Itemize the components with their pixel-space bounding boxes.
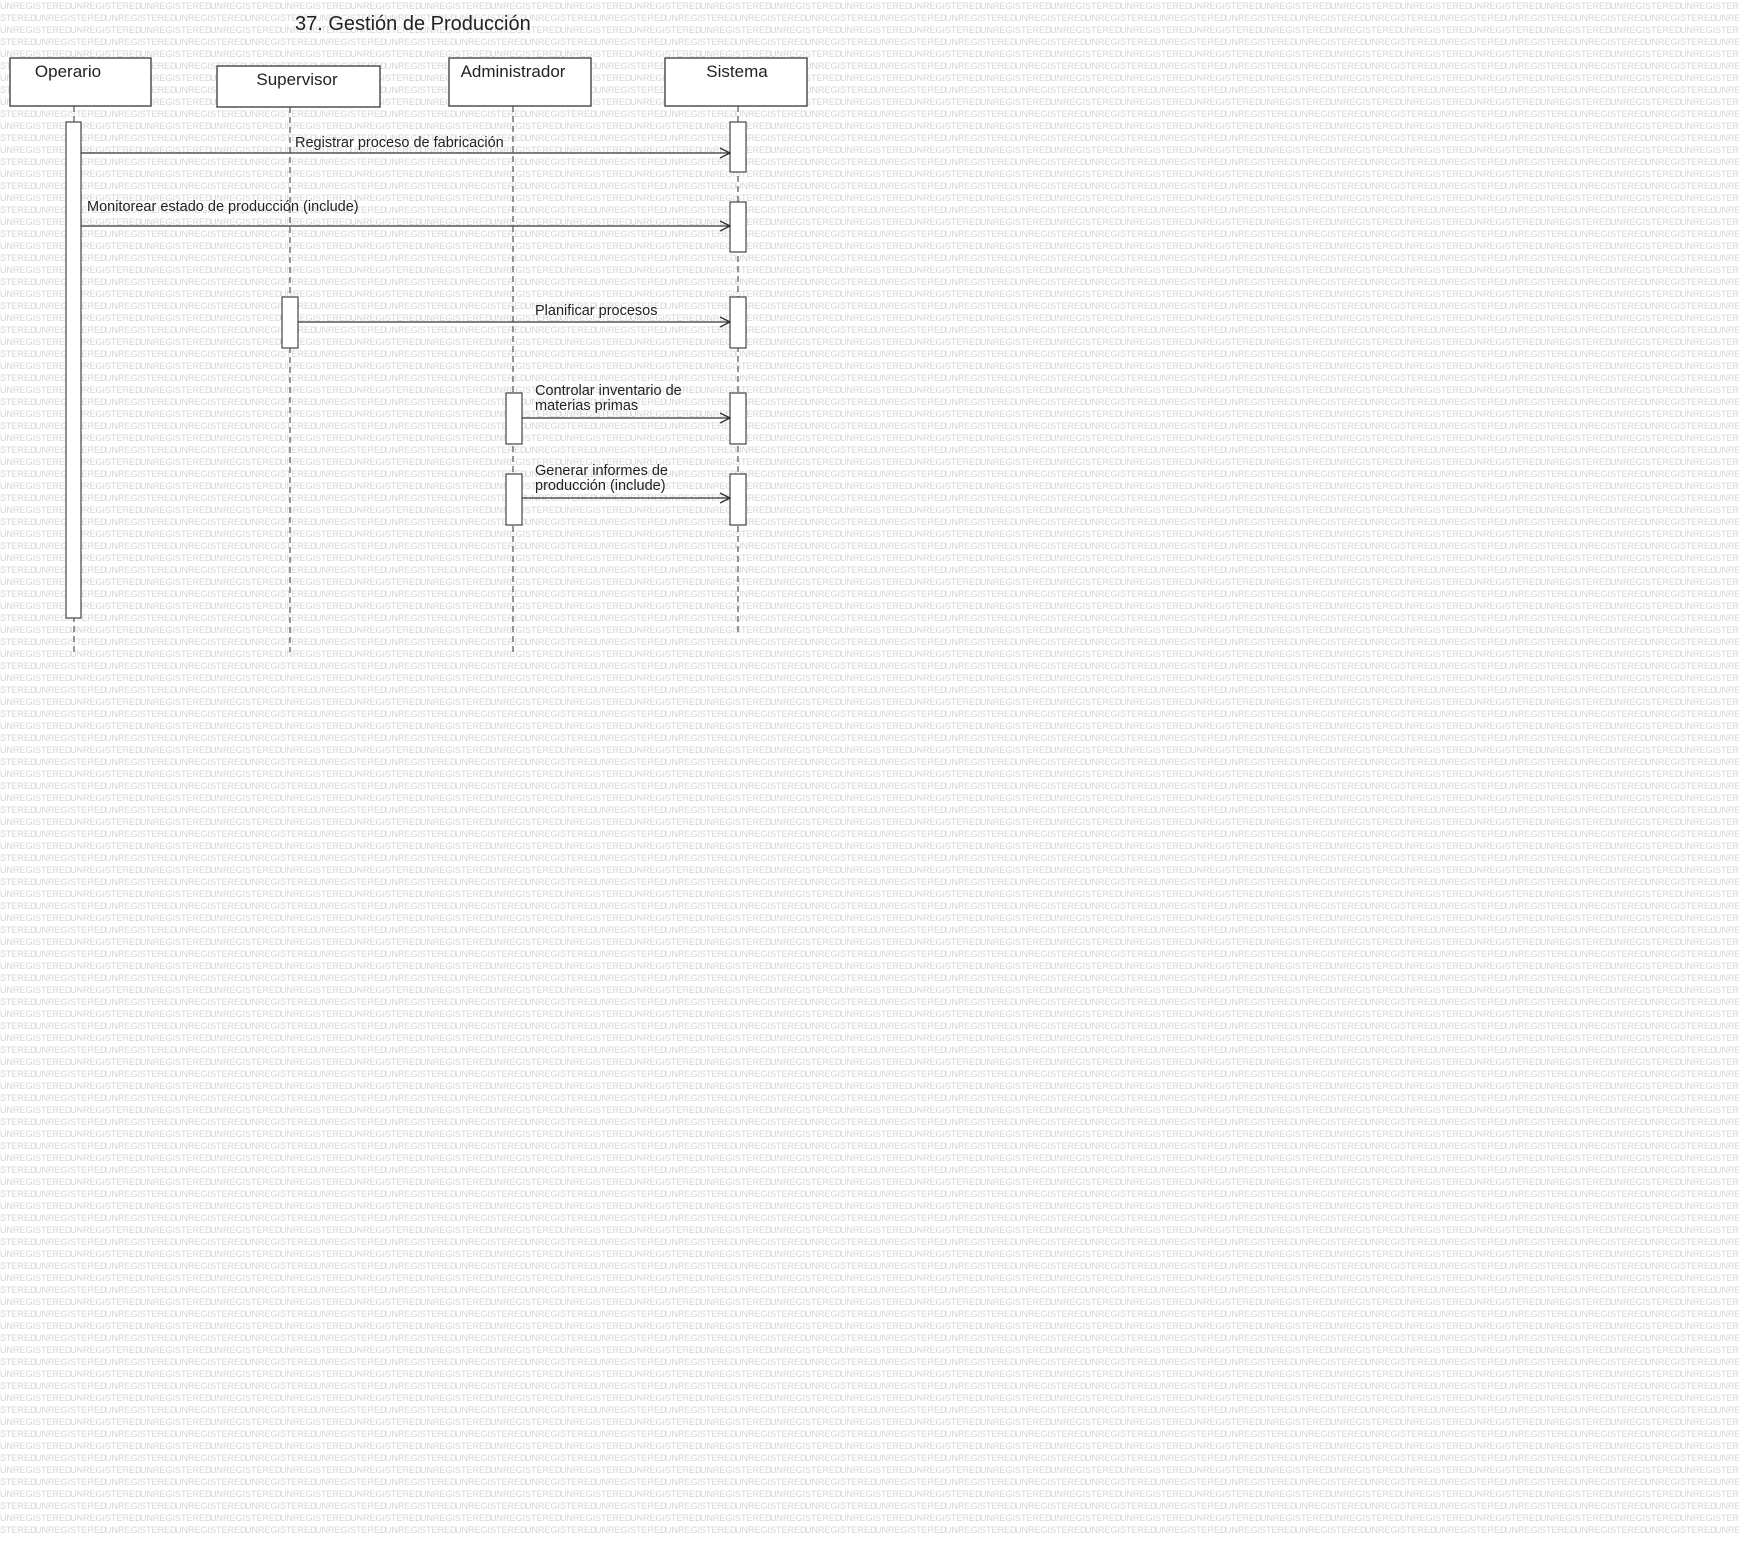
message-monitorear-estado[interactable]: Monitorear estado de producción (include… <box>81 199 730 226</box>
lifeline-name: Supervisor <box>256 70 338 89</box>
message-label-line: Registrar proceso de fabricación <box>295 135 504 151</box>
lifeline-head-box[interactable] <box>216 65 381 108</box>
activation-bar <box>281 296 299 349</box>
lifeline-operario: Operario <box>9 57 152 652</box>
activation-bar <box>505 392 523 445</box>
message-label: Registrar proceso de fabricación <box>295 135 504 151</box>
activation-bar <box>729 201 747 253</box>
diagram-title: 37. Gestión de Producción <box>295 13 531 35</box>
activation-bar <box>65 121 82 619</box>
message-label: Generar informes de producción (include) <box>535 463 672 494</box>
lifeline-head-box[interactable] <box>9 57 152 107</box>
message-generar-informes[interactable]: Generar informes de producción (include) <box>522 463 730 498</box>
lifeline-sistema: Sistema <box>664 57 808 636</box>
message-label: Planificar procesos <box>535 303 658 319</box>
message-label-line: Planificar procesos <box>535 303 658 319</box>
message-controlar-inventario[interactable]: Controlar inventario de materias primas <box>522 383 730 418</box>
activation-bar <box>729 473 747 526</box>
message-registrar-proceso[interactable]: Registrar proceso de fabricación <box>81 135 730 153</box>
message-label-line: materias primas <box>535 398 638 414</box>
activation-bar <box>505 473 523 526</box>
message-label-line: Generar informes de <box>535 463 668 479</box>
lifeline-name: Sistema <box>706 62 768 81</box>
lifeline-head-box[interactable] <box>664 57 808 107</box>
message-planificar-procesos[interactable]: Planificar procesos <box>298 303 730 322</box>
activation-bar <box>729 392 747 445</box>
lifeline-supervisor: Supervisor <box>216 65 381 652</box>
activation-bar <box>729 121 747 173</box>
message-label-line: producción (include) <box>535 478 666 494</box>
activation-bar <box>729 296 747 349</box>
lifeline-administrador: Administrador <box>448 57 592 652</box>
message-label-line: Monitorear estado de producción (include… <box>87 199 359 215</box>
lifeline-name: Operario <box>35 62 101 81</box>
message-label: Monitorear estado de producción (include… <box>87 199 359 215</box>
lifeline-head-box[interactable] <box>448 57 592 107</box>
message-label-line: Controlar inventario de <box>535 383 682 399</box>
message-label: Controlar inventario de materias primas <box>535 383 686 414</box>
lifeline-name: Administrador <box>461 62 566 81</box>
